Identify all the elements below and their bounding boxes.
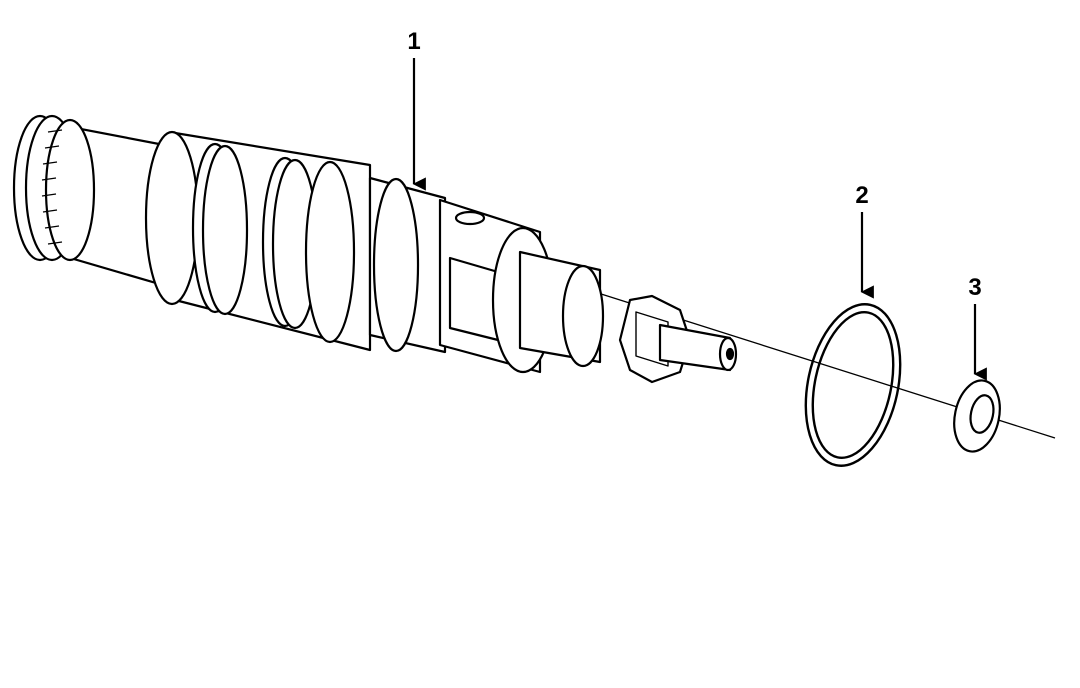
knurled-ring-teeth: [41, 129, 63, 245]
injector-body: [12, 114, 738, 384]
callout-label-3: 3: [968, 274, 982, 301]
sealing-washer: [953, 379, 1001, 453]
o-ring: [804, 303, 902, 467]
callout-label-2: 2: [855, 182, 869, 209]
callout-label-1: 1: [407, 28, 421, 55]
